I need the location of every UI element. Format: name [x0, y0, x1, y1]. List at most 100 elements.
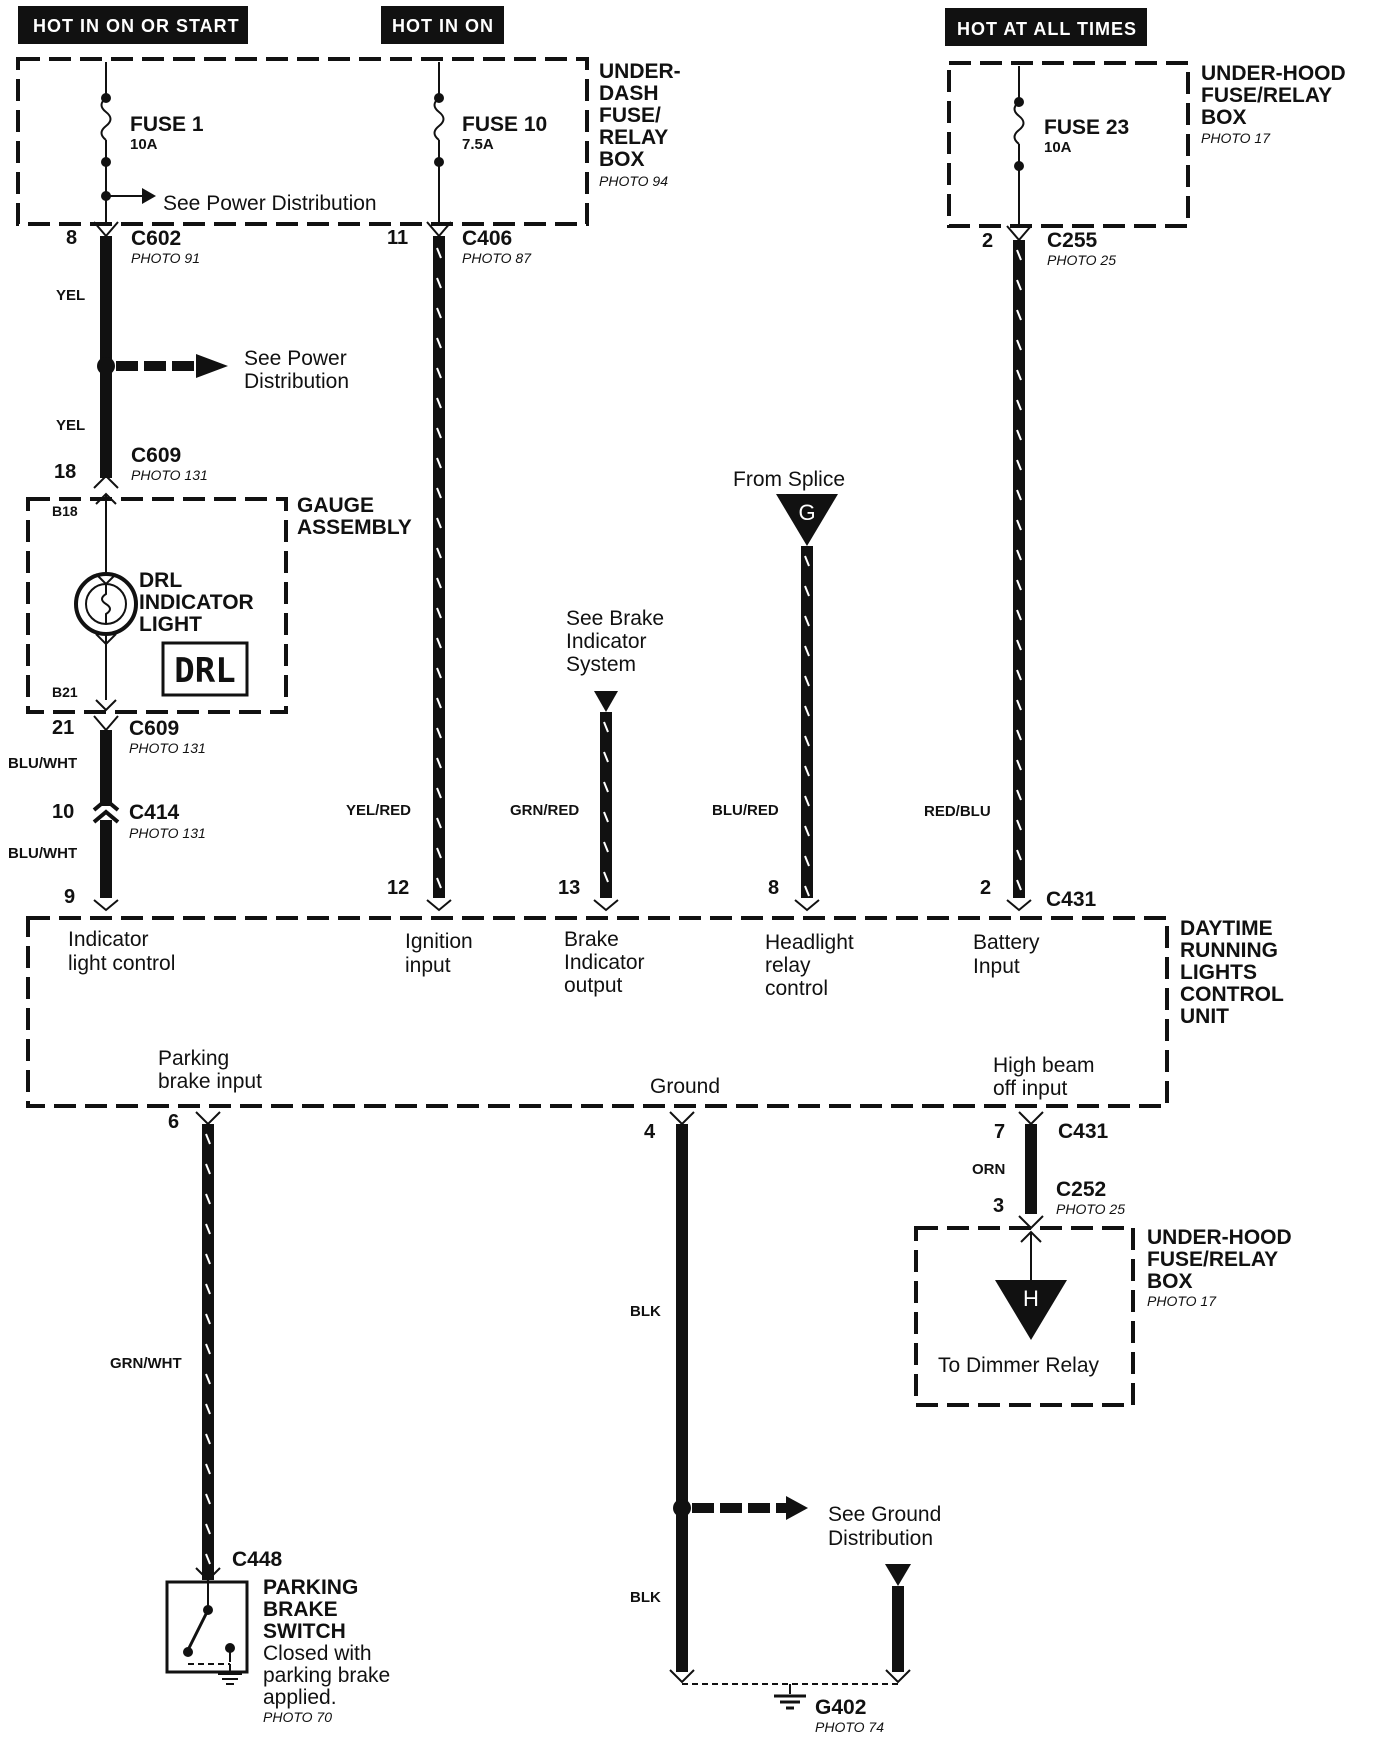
wire-tracer-stripe — [436, 727, 442, 739]
wire-tracer-stripe — [603, 751, 609, 763]
svg-text:Indicator: Indicator — [566, 630, 647, 653]
fuse10-label: FUSE 10 — [462, 113, 547, 136]
underhood-box-bottom-title: UNDER-HOOD FUSE/RELAY BOX PHOTO 17 — [1147, 1226, 1292, 1309]
c252-pin: 3 — [993, 1195, 1004, 1217]
wire-label-yel-red: YEL/RED — [346, 802, 411, 819]
c609-bot-photo: PHOTO 131 — [129, 740, 206, 756]
wire-tracer-stripe — [1016, 579, 1022, 591]
wire-tracer-stripe — [804, 735, 810, 747]
svg-text:See Ground: See Ground — [828, 1503, 941, 1526]
svg-text:High beam: High beam — [993, 1054, 1095, 1077]
svg-text:Indicator: Indicator — [564, 951, 645, 974]
wire-tracer-stripe — [804, 705, 810, 717]
svg-text:ASSEMBLY: ASSEMBLY — [297, 516, 412, 539]
svg-text:UNDER-HOOD: UNDER-HOOD — [1147, 1226, 1292, 1249]
wire-tracer-stripe — [1016, 399, 1022, 411]
svg-text:FUSE/RELAY: FUSE/RELAY — [1147, 1248, 1278, 1271]
wire-tracer-stripe — [205, 1433, 211, 1445]
svg-text:Battery: Battery — [973, 931, 1040, 954]
fuse23-rating: 10A — [1044, 139, 1072, 156]
underhood-box-top-title: UNDER-HOOD FUSE/RELAY BOX PHOTO 17 — [1201, 62, 1346, 146]
splice-g-letter: G — [798, 500, 815, 525]
svg-text:7: 7 — [994, 1121, 1005, 1143]
svg-text:BOX: BOX — [599, 148, 645, 171]
svg-text:See Brake: See Brake — [566, 607, 664, 630]
c602-pin: 8 — [66, 227, 77, 249]
svg-text:Brake: Brake — [564, 928, 619, 951]
wire-stripes-blu-red — [804, 555, 810, 897]
wire-tracer-stripe — [804, 675, 810, 687]
c255-label: C255 — [1047, 229, 1098, 252]
svg-text:DAYTIME: DAYTIME — [1180, 917, 1273, 940]
gauge-pin-b18: B18 — [52, 503, 78, 519]
wire-tracer-stripe — [1016, 279, 1022, 291]
wire-tracer-stripe — [804, 825, 810, 837]
c414-label: C414 — [129, 801, 180, 824]
arrow-left-icon — [786, 1496, 808, 1520]
pin-label-battery-input: Battery Input — [973, 931, 1040, 978]
svg-text:Parking: Parking — [158, 1047, 229, 1070]
wire-label-blu-wht-1: BLU/WHT — [8, 755, 77, 772]
wire-tracer-stripe — [436, 607, 442, 619]
svg-text:9: 9 — [64, 886, 75, 908]
wire-tracer-stripe — [804, 855, 810, 867]
svg-text:RUNNING: RUNNING — [1180, 939, 1278, 962]
wire-tracer-stripe — [1016, 429, 1022, 441]
wire-tracer-stripe — [1016, 789, 1022, 801]
pin-label-ground: Ground — [650, 1075, 720, 1098]
wire-label-blk-1: BLK — [630, 1303, 661, 1320]
wire-tracer-stripe — [1016, 339, 1022, 351]
header-tag-hot-in-on — [381, 6, 504, 44]
drl-indicator-light-label: DRL INDICATOR LIGHT — [139, 569, 254, 636]
wire-tracer-stripe — [603, 721, 609, 733]
wire-tracer-stripe — [205, 1313, 211, 1325]
c255-pin: 2 — [982, 230, 993, 252]
c602-photo: PHOTO 91 — [131, 250, 200, 266]
svg-text:DRL: DRL — [139, 569, 182, 592]
wire-tracer-stripe — [205, 1493, 211, 1505]
wire-tracer-stripe — [804, 615, 810, 627]
svg-text:brake input: brake input — [158, 1070, 262, 1093]
parking-brake-switch-icon — [183, 1582, 242, 1685]
wire-tracer-stripe — [205, 1523, 211, 1535]
wire-tracer-stripe — [1016, 249, 1022, 261]
pin-label-high-beam-off-input: High beam off input — [993, 1054, 1095, 1100]
wire-stripes-grn-wht — [205, 1133, 211, 1565]
drl-badge — [161, 641, 249, 697]
svg-text:BOX: BOX — [1147, 1270, 1193, 1293]
header-tag-hot-at-all-times — [945, 8, 1147, 46]
wire-tracer-stripe — [436, 457, 442, 469]
svg-text:PHOTO 70: PHOTO 70 — [263, 1709, 332, 1725]
wire-tracer-stripe — [1016, 729, 1022, 741]
wire-tracer-stripe — [1016, 849, 1022, 861]
c431-bot-label: C431 — [1058, 1120, 1109, 1143]
wire-tracer-stripe — [436, 697, 442, 709]
wire-tracer-stripe — [205, 1373, 211, 1385]
fuse10-rating: 7.5A — [462, 136, 494, 153]
wire-label-grn-red: GRN/RED — [510, 802, 579, 819]
wire-tracer-stripe — [1016, 459, 1022, 471]
svg-text:CONTROL: CONTROL — [1180, 983, 1284, 1006]
wire-stripes-grn-red — [603, 721, 609, 883]
svg-text:PHOTO 17: PHOTO 17 — [1201, 130, 1271, 146]
wire-tracer-stripe — [804, 585, 810, 597]
wire-tracer-stripe — [804, 765, 810, 777]
svg-text:BRAKE: BRAKE — [263, 1598, 338, 1621]
g402-label: G402 — [815, 1696, 866, 1719]
fuse1-icon — [100, 97, 112, 141]
pin-label-headlight-relay-control: Headlight relay control — [765, 931, 854, 1000]
svg-text:Distribution: Distribution — [828, 1527, 933, 1550]
wire-tracer-stripe — [1016, 879, 1022, 891]
wire-tracer-stripe — [603, 811, 609, 823]
svg-text:UNDER-HOOD: UNDER-HOOD — [1201, 62, 1346, 85]
arrow-down-icon — [594, 691, 618, 712]
svg-text:Headlight: Headlight — [765, 931, 854, 954]
c602-label: C602 — [131, 227, 181, 250]
wire-tracer-stripe — [804, 555, 810, 567]
svg-text:PARKING: PARKING — [263, 1576, 358, 1599]
header-hot-in-on: HOT IN ON — [392, 16, 494, 36]
wire-tracer-stripe — [436, 307, 442, 319]
wire-stripes-yel-red — [436, 247, 442, 889]
from-splice-label: From Splice — [733, 468, 845, 491]
wire-tracer-stripe — [1016, 669, 1022, 681]
